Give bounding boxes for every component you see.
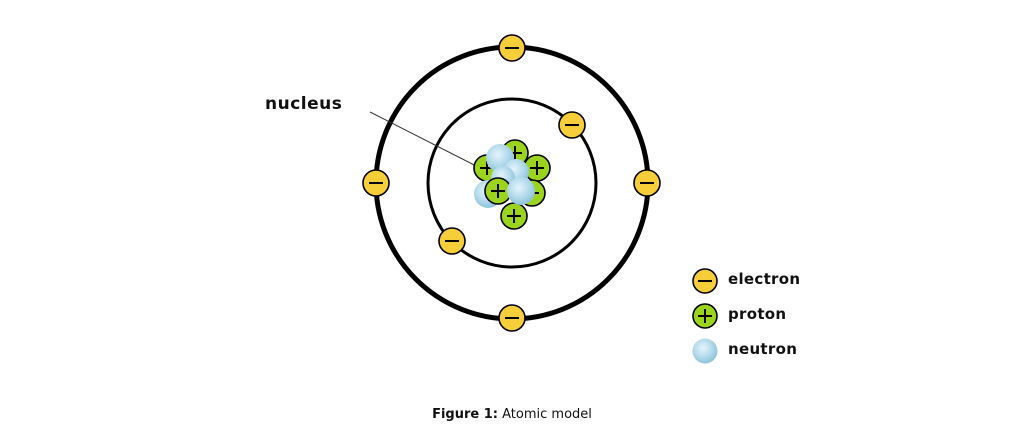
electron [633, 169, 661, 197]
figure-caption: Figure 1: Atomic model [0, 407, 1024, 422]
legend-label-neutron: neutron [728, 340, 798, 358]
electron [498, 304, 526, 332]
electron [558, 111, 586, 139]
electron [498, 34, 526, 62]
neutron [507, 177, 535, 205]
proton-icon [692, 303, 718, 329]
electron [438, 227, 466, 255]
caption-prefix: Figure 1: [432, 407, 498, 422]
neutron-icon [692, 338, 718, 364]
legend-label-electron: electron [728, 270, 801, 288]
nucleus [473, 139, 551, 230]
nucleus-pointer-line [369, 111, 489, 173]
electron-icon [692, 268, 718, 294]
caption-text: Atomic model [498, 407, 592, 422]
proton [500, 202, 528, 230]
electron [362, 169, 390, 197]
nucleus-label: nucleus [265, 94, 342, 114]
inner-orbit-ring [426, 97, 598, 269]
legend-label-proton: proton [728, 305, 787, 323]
